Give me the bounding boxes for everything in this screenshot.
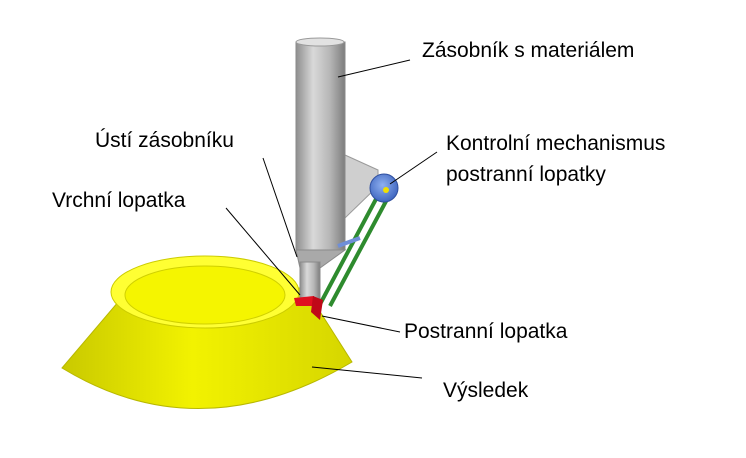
result-cone — [61, 255, 353, 409]
side-blade — [311, 296, 323, 320]
label-top-blade: Vrchní lopatka — [52, 189, 186, 212]
label-control-mechanism-line2: postranní lopatky — [446, 163, 606, 186]
leader-lines — [225, 59, 438, 379]
label-control-mechanism-line1: Kontrolní mechanismus — [446, 132, 665, 155]
top-blade — [294, 296, 314, 306]
label-hopper-mouth: Ústí zásobníku — [95, 129, 234, 152]
hopper-mouth — [299, 261, 321, 300]
control-mechanism — [316, 173, 399, 309]
blades — [294, 296, 323, 320]
hopper — [295, 37, 347, 300]
label-result: Výsledek — [443, 379, 529, 402]
label-hopper: Zásobník s materiálem — [422, 39, 634, 62]
label-side-blade: Postranní lopatka — [404, 320, 568, 343]
